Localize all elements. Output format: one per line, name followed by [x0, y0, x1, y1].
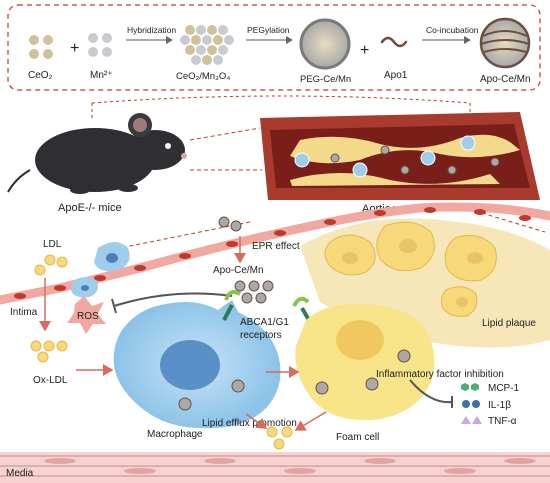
mouse-illustration: [7, 113, 187, 194]
foam-efflux-arrow: [294, 411, 327, 431]
apo-cemn-label: Apo-Ce/Mn: [480, 74, 531, 85]
ceo2-label: CeO₂: [28, 70, 53, 81]
hybridization-label: Hybridization: [127, 25, 176, 35]
tnfa-label: TNF-α: [488, 416, 517, 427]
macrophage-cell: [113, 300, 281, 429]
mice-to-vessel-line-1: [189, 127, 261, 141]
foam-cell-label: Foam cell: [336, 432, 379, 443]
apo1-label: Apo1: [384, 70, 408, 81]
peg-cemn-label: PEG-Ce/Mn: [300, 74, 351, 85]
ox-ldl-particles: [30, 340, 68, 363]
peg-cemn-sphere: [299, 18, 351, 70]
ceo2-particles: [29, 35, 53, 59]
pegylation-label: PEGylation: [247, 25, 290, 35]
inflammatory-inhibition-line: [409, 379, 453, 404]
apo-cemn-nanoparticles: [234, 280, 274, 304]
plus-sign-2: +: [360, 42, 369, 59]
mcp1-markers: [461, 383, 479, 391]
ros-inhibition-bar: [111, 298, 117, 314]
apo-cemn-sphere: [479, 17, 531, 69]
mcp1-label: MCP-1: [488, 383, 520, 394]
lipid-efflux-label: Lipid efflux promotion: [202, 418, 297, 429]
mn-label: Mn²⁺: [90, 70, 113, 81]
ldl-label: LDL: [43, 239, 62, 250]
ox-ldl-label: Ox-LDL: [33, 375, 68, 386]
ros-star: [67, 296, 106, 334]
receptors-label: receptors: [240, 330, 282, 341]
foam-cell: [295, 303, 435, 421]
incoming-nanoparticles: [218, 216, 242, 232]
il1b-label: IL-1β: [488, 400, 511, 411]
inflammatory-label: Inflammatory factor inhibition: [376, 369, 504, 380]
ceo2-mn3o4-label: CeO₂/Mn₃O₄: [176, 71, 230, 82]
monocytes: [71, 242, 130, 298]
il1b-markers: [462, 400, 480, 408]
apo-cemn-mechanism-label: Apo-Ce/Mn: [213, 265, 264, 276]
coincubation-label: Co-incubation: [426, 25, 479, 35]
panel-connector-arc: [91, 95, 471, 104]
ceo2-mn3o4-cluster: [180, 25, 234, 65]
abca1-label: ABCA1/G1: [240, 317, 289, 328]
mn-particles: [88, 33, 112, 57]
epr-label: EPR effect: [252, 241, 300, 252]
synthesis-panel: [7, 4, 541, 91]
ldl-particles: [34, 254, 68, 276]
intima-label: Intima: [10, 307, 38, 318]
apo1-peptide: [380, 36, 408, 48]
macrophage-label: Macrophage: [147, 429, 203, 440]
plus-sign-1: +: [70, 40, 79, 57]
tnfa-markers: [461, 416, 482, 424]
mice-label: ApoE-/- mice: [58, 202, 122, 214]
macrophage-efflux-arrow: [245, 413, 268, 429]
media-layer: [0, 452, 550, 483]
ros-label: ROS: [77, 311, 99, 322]
lipid-plaque-label: Lipid plaque: [482, 318, 536, 329]
media-label: Media: [6, 468, 34, 479]
aortic-vessel: [260, 112, 540, 200]
ros-inhibition-line: [113, 292, 233, 307]
effluxed-lipids: [266, 426, 293, 450]
zoom-line-left: [119, 221, 251, 249]
plaque-foam-cells: [324, 221, 497, 317]
